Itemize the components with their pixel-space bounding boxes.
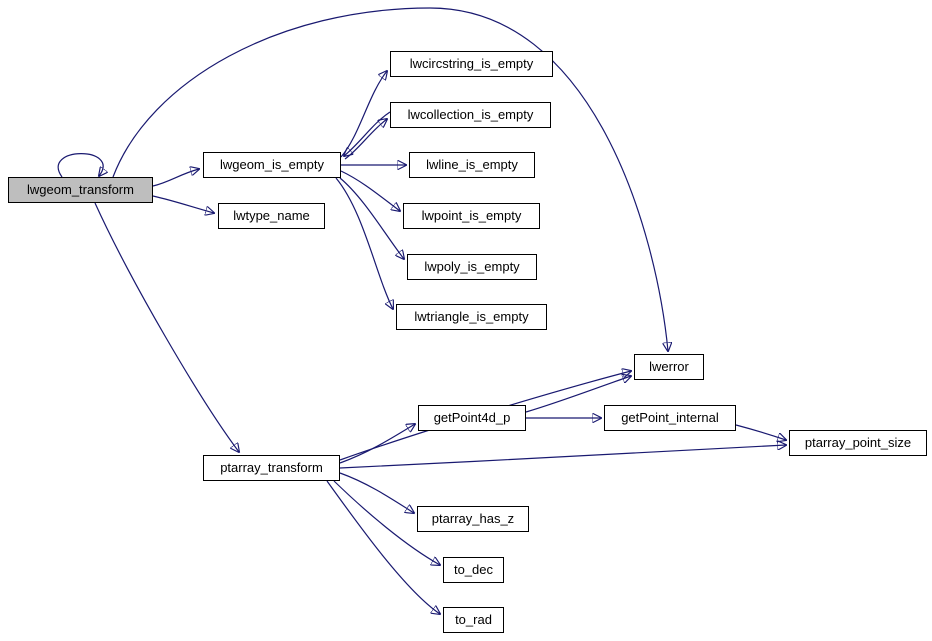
edge-lwcollection_is_empty-lwgeom_is_empty xyxy=(344,111,391,156)
node-lwcircstring-is-empty[interactable]: lwcircstring_is_empty xyxy=(390,51,553,77)
edge-getPoint_internal-ptarray_point_size xyxy=(735,424,786,440)
node-getpoint-internal[interactable]: getPoint_internal xyxy=(604,405,736,431)
node-to-dec[interactable]: to_dec xyxy=(443,557,504,583)
edge-lwgeom_transform-ptarray_transform xyxy=(94,202,239,452)
edge-ptarray_transform-ptarray_has_z xyxy=(339,472,414,513)
node-ptarray-point-size[interactable]: ptarray_point_size xyxy=(789,430,927,456)
edge-ptarray_transform-getPoint4d_p xyxy=(339,424,415,464)
node-lwgeom-transform[interactable]: lwgeom_transform xyxy=(8,177,153,203)
node-ptarray-has-z[interactable]: ptarray_has_z xyxy=(417,506,529,532)
node-lwgeom-is-empty[interactable]: lwgeom_is_empty xyxy=(203,152,341,178)
node-ptarray-transform[interactable]: ptarray_transform xyxy=(203,455,340,481)
node-to-rad[interactable]: to_rad xyxy=(443,607,504,633)
edge-getPoint4d_p-lwerror xyxy=(525,376,631,413)
edge-lwgeom_transform-lwgeom_is_empty xyxy=(152,169,199,187)
edge-lwgeom_transform-lwtype_name xyxy=(152,195,214,213)
node-lwpoint-is-empty[interactable]: lwpoint_is_empty xyxy=(403,203,540,229)
edge-lwgeom_is_empty-lwcollection_is_empty xyxy=(344,119,387,160)
node-lwtype-name[interactable]: lwtype_name xyxy=(218,203,325,229)
edge-lwgeom_transform-self xyxy=(57,153,103,177)
node-lwline-is-empty[interactable]: lwline_is_empty xyxy=(409,152,535,178)
node-getpoint4d-p[interactable]: getPoint4d_p xyxy=(418,405,526,431)
edge-ptarray_transform-ptarray_point_size xyxy=(339,445,786,469)
node-lwpoly-is-empty[interactable]: lwpoly_is_empty xyxy=(407,254,537,280)
node-lwcollection-is-empty[interactable]: lwcollection_is_empty xyxy=(390,102,551,128)
edge-lwgeom_is_empty-lwtriangle_is_empty xyxy=(335,177,393,309)
edge-ptarray_transform-to_rad xyxy=(326,480,440,614)
edge-lwgeom_transform-lwerror xyxy=(112,7,668,351)
edge-ptarray_transform-to_dec xyxy=(333,480,440,565)
node-lwerror[interactable]: lwerror xyxy=(634,354,704,380)
edge-lwgeom_is_empty-lwpoint_is_empty xyxy=(340,170,400,211)
edge-lwgeom_is_empty-lwpoly_is_empty xyxy=(339,177,404,259)
node-lwtriangle-is-empty[interactable]: lwtriangle_is_empty xyxy=(396,304,547,330)
edge-lwgeom_is_empty-lwcircstring_is_empty xyxy=(340,71,387,158)
